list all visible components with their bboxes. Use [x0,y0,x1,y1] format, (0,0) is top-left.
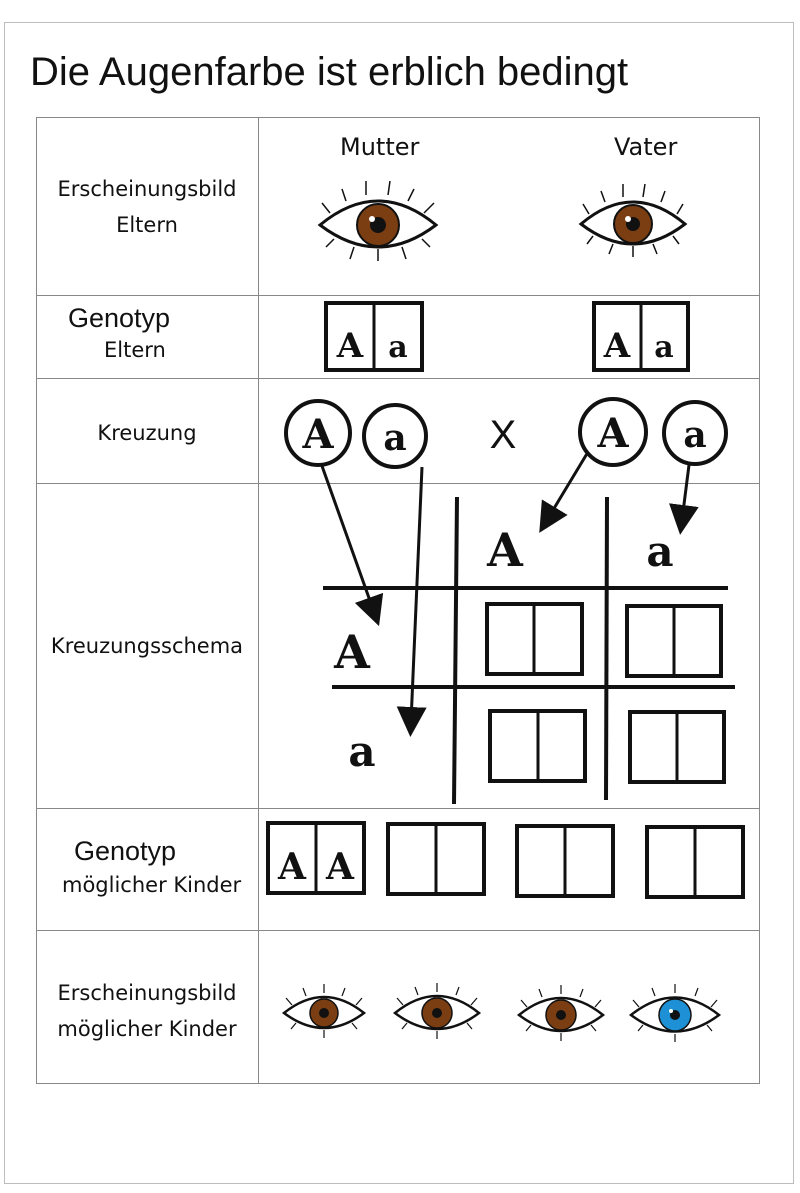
eye-icon [628,984,722,1042]
eye-icon [281,984,367,1038]
table-row-divider [36,808,760,809]
genotype-box-father: A a [592,301,690,372]
row-label-line: Erscheinungsbild [57,981,237,1005]
row-label-line: möglicher Kinder [57,1017,237,1041]
punnett-cell [625,604,723,678]
allele-label: a [683,414,706,456]
page-title: Die Augenfarbe ist erblich bedingt [30,50,629,94]
allele-label: a [388,330,407,365]
allele-label: a [654,330,673,365]
genotype-box-mother: A a [324,301,424,372]
father-label: Vater [614,133,678,161]
row-label-genotype-children: Genotyp möglicher Kinder [36,833,258,903]
arrow-icon [539,451,590,533]
table-row-divider [36,483,760,484]
child-genotype-box [386,822,486,896]
row-label-line: Erscheinungsbild [57,177,237,201]
arrow-icon [320,465,384,627]
row-label-line: Kreuzung [97,421,197,445]
punnett-col-header: A [486,523,524,577]
row-label-line: möglicher Kinder [62,873,242,897]
table-border-top [36,117,760,118]
row-label-cross: Kreuzung [36,415,258,451]
row-label-line: Genotyp [68,303,171,333]
table-border-bottom [36,1083,760,1084]
eye-icon [317,180,439,261]
row-label-phenotype-children: Erscheinungsbild möglicher Kinder [36,975,258,1047]
allele-label: A [277,846,307,888]
arrow-icon [396,466,427,737]
table-column-divider [258,117,259,1083]
eye-icon [392,983,482,1039]
allele-label: a [383,417,406,459]
punnett-col-header: a [646,527,673,576]
child-genotype-box [515,824,615,898]
allele-circle: a [662,400,728,466]
row-label-line: Genotyp [74,836,177,866]
allele-label: A [301,411,334,458]
eye-icon [516,985,606,1041]
allele-label: A [336,326,364,366]
row-label-punnett: Kreuzungsschema [36,628,258,664]
eye-icon [578,183,688,257]
arrow-icon [669,464,699,535]
row-label-genotype-parents: Genotyp Eltern [36,300,258,368]
row-label-line: Eltern [104,338,166,362]
punnett-cell [488,709,587,783]
table-border-left [36,117,37,1083]
row-label-line: Kreuzungsschema [50,634,244,658]
table-border-right [759,117,760,1083]
punnett-grid [323,496,735,805]
row-label-phenotype-parents: Erscheinungsbild Eltern [36,171,258,243]
allele-circle: a [362,403,428,469]
row-label-line: Eltern [116,213,178,237]
child-genotype-box: A A [266,821,366,895]
punnett-row-header: a [348,727,375,776]
punnett-cell [485,602,584,676]
allele-label: A [603,326,631,366]
table-row-divider [36,295,760,296]
cross-symbol: X [490,413,517,457]
allele-label: A [325,846,355,888]
allele-label: A [596,410,629,457]
table-row-divider [36,930,760,931]
child-genotype-box [645,825,745,899]
allele-circle: A [284,399,352,467]
mother-label: Mutter [340,133,420,161]
table-row-divider [36,378,760,379]
punnett-row-header: A [333,625,371,679]
allele-circle: A [578,397,648,467]
punnett-cell [628,710,726,784]
